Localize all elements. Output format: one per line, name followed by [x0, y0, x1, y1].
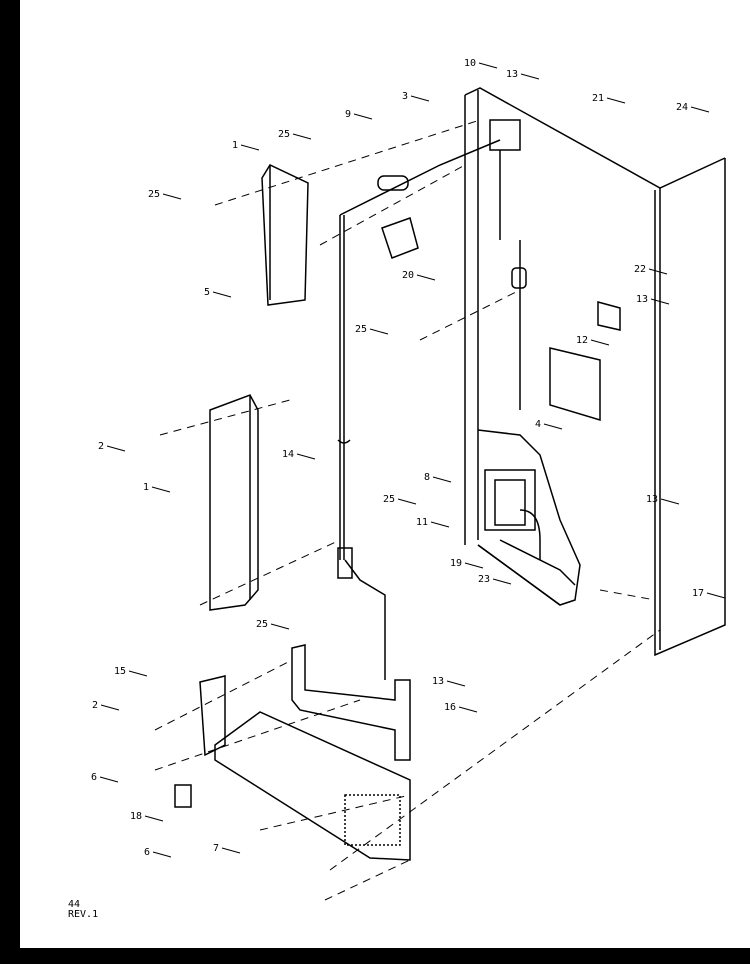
page-number: 44 [68, 899, 81, 910]
leader-line [590, 339, 610, 346]
callout-label: 1 [232, 140, 238, 151]
callout-label: 3 [402, 91, 408, 102]
callout-label: 23 [478, 574, 490, 585]
leader-line [397, 498, 417, 505]
leader-line [152, 851, 172, 858]
callout-label: 18 [130, 811, 142, 822]
leader-line [478, 62, 498, 69]
leader-line [416, 274, 436, 281]
leader-line [144, 815, 164, 822]
leader-line [446, 680, 466, 687]
duct-16 [291, 644, 411, 761]
leader-line [99, 776, 119, 783]
leader-line [240, 144, 260, 151]
callout-label: 25 [278, 129, 290, 140]
callout-label: 2 [92, 700, 98, 711]
leader-line [221, 847, 241, 854]
callout-label: 1 [143, 482, 149, 493]
callout-label: 21 [592, 93, 604, 104]
leader-line [432, 476, 452, 483]
callout-label: 12 [576, 335, 588, 346]
leader-line [520, 73, 540, 80]
callout-label: 4 [535, 419, 541, 430]
callout-label: 19 [450, 558, 462, 569]
leader-line [270, 623, 290, 630]
callout-label: 2 [98, 441, 104, 452]
leader-line [162, 193, 182, 200]
callout-label: 6 [144, 847, 150, 858]
callout-label: 13 [506, 69, 518, 80]
leader-line [212, 291, 232, 298]
leader-line [648, 268, 668, 275]
grille-panel [174, 711, 411, 861]
callout-label: 25 [256, 619, 268, 630]
callout-label: 13 [636, 294, 648, 305]
leader-line [128, 670, 148, 677]
callout-label: 11 [416, 517, 428, 528]
callout-label: 25 [148, 189, 160, 200]
leader-line [650, 298, 670, 305]
panel-lower [209, 394, 259, 611]
revision-note: 44 REV.1 [68, 900, 98, 920]
bracket-15 [199, 675, 226, 757]
callout-label: 14 [282, 449, 294, 460]
callout-label: 13 [646, 494, 658, 505]
leader-line [706, 592, 726, 599]
leader-line [296, 453, 316, 460]
callout-label: 24 [676, 102, 688, 113]
assembly-lines [154, 119, 661, 901]
leader-line [660, 498, 680, 505]
callout-label: 5 [204, 287, 210, 298]
leader-line [100, 704, 120, 711]
wire-harness [337, 119, 527, 680]
scan-border-bottom [0, 948, 750, 964]
scan-border-left [0, 0, 20, 964]
leader-line [151, 486, 171, 493]
leader-line [106, 445, 126, 452]
callout-label: 13 [432, 676, 444, 687]
callout-label: 25 [383, 494, 395, 505]
callout-label: 17 [692, 588, 704, 599]
leader-line [292, 133, 312, 140]
revision-label: REV.1 [68, 909, 99, 920]
callout-label: 8 [424, 472, 430, 483]
callout-label: 15 [114, 666, 126, 677]
callout-label: 7 [213, 843, 219, 854]
callout-label: 25 [355, 324, 367, 335]
callout-label: 16 [444, 702, 456, 713]
leader-line [458, 706, 478, 713]
leader-line [430, 521, 450, 528]
leader-line [690, 106, 710, 113]
callout-label: 9 [345, 109, 351, 120]
leader-line [353, 113, 373, 120]
callout-label: 20 [402, 270, 414, 281]
callout-label: 22 [634, 264, 646, 275]
leader-line [410, 95, 430, 102]
leader-line [543, 423, 563, 430]
machine-compartment [477, 429, 581, 606]
leader-line [606, 97, 626, 104]
part-3-and-20 [377, 175, 419, 259]
leader-line [492, 578, 512, 585]
callout-label: 6 [91, 772, 97, 783]
cabinet-back-wall [464, 87, 726, 657]
leader-line [369, 328, 389, 335]
leader-line [464, 562, 484, 569]
callout-label: 10 [464, 58, 476, 69]
